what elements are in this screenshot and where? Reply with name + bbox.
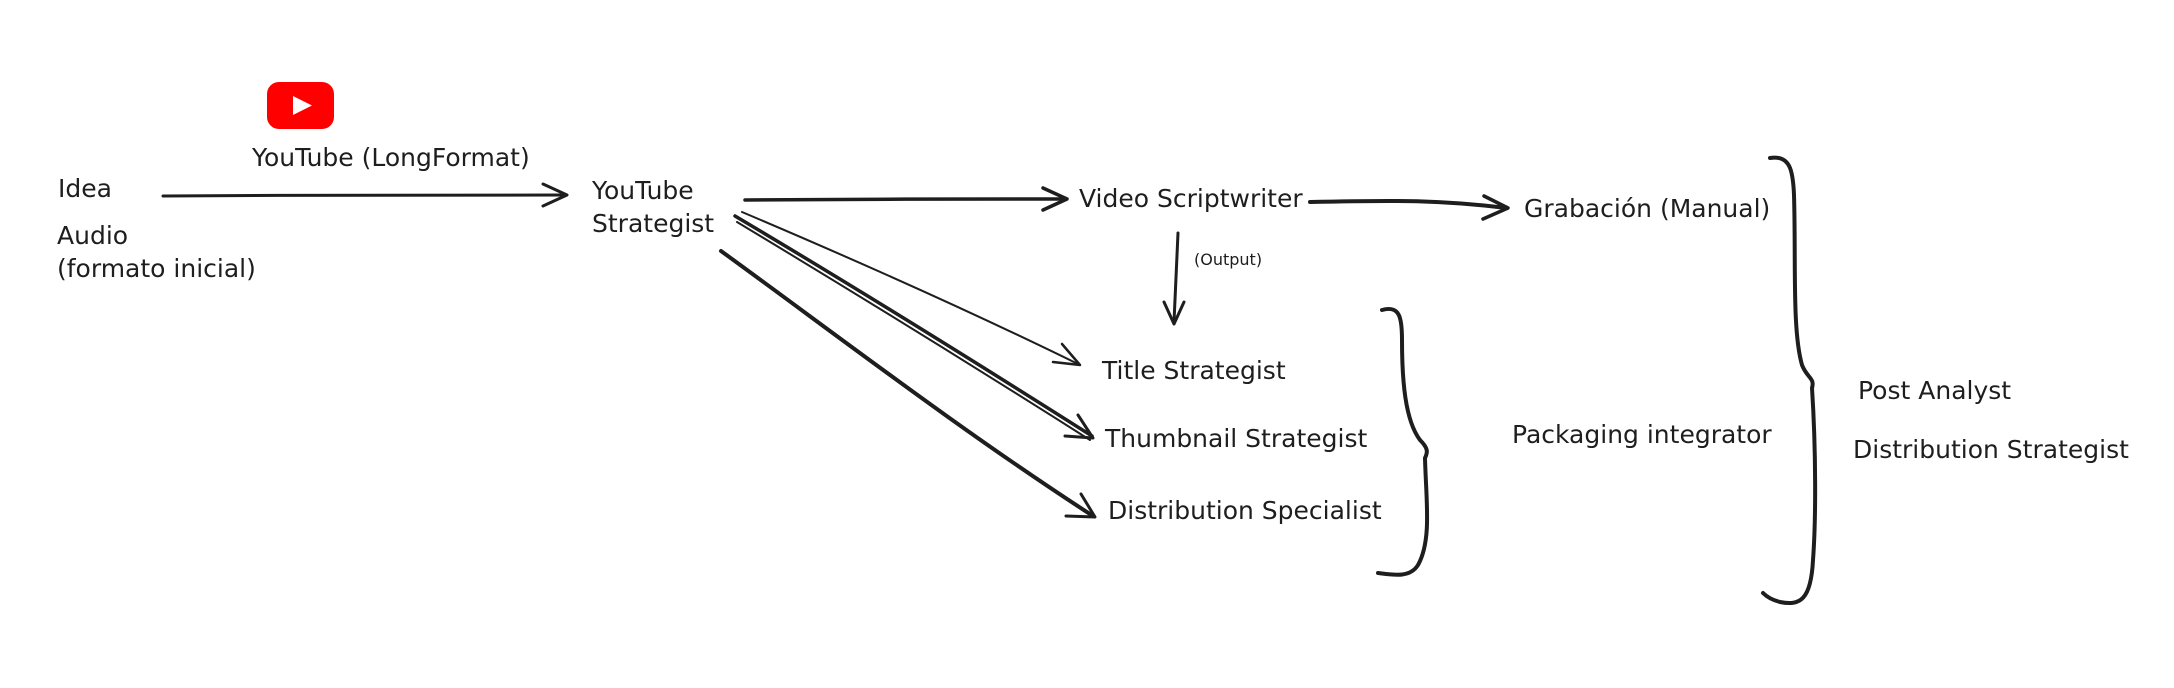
arrow-strategist-to-thumbnail bbox=[733, 214, 1095, 441]
brace-all-group bbox=[1761, 155, 1818, 605]
node-packaging-integrator: Packaging integrator bbox=[1512, 420, 1772, 449]
arrow-strategist-to-distribution bbox=[719, 249, 1097, 519]
arrow-idea-to-strategist bbox=[161, 182, 569, 208]
node-distribution-specialist: Distribution Specialist bbox=[1108, 496, 1382, 525]
node-post-analyst: Post Analyst bbox=[1858, 376, 2012, 405]
node-idea: Idea bbox=[58, 174, 112, 203]
label-output: (Output) bbox=[1194, 250, 1263, 269]
node-youtube-strategist: YouTube Strategist bbox=[592, 176, 715, 238]
label-youtube-longformat: YouTube (LongFormat) bbox=[252, 143, 530, 172]
arrow-scriptwriter-to-grabacion bbox=[1308, 194, 1510, 221]
node-video-scriptwriter: Video Scriptwriter bbox=[1079, 184, 1303, 213]
arrow-strategist-to-title bbox=[741, 211, 1082, 367]
arrow-scriptwriter-output bbox=[1162, 231, 1186, 326]
node-distribution-strategist: Distribution Strategist bbox=[1853, 435, 2129, 464]
node-thumbnail-strategist: Thumbnail Strategist bbox=[1105, 424, 1368, 453]
arrow-strategist-to-scriptwriter bbox=[743, 186, 1069, 212]
node-grabacion: Grabación (Manual) bbox=[1524, 194, 1771, 223]
node-audio: Audio (formato inicial) bbox=[57, 221, 256, 283]
brace-packaging-group bbox=[1376, 306, 1430, 577]
node-title-strategist: Title Strategist bbox=[1102, 356, 1286, 385]
youtube-logo-icon bbox=[267, 82, 334, 129]
